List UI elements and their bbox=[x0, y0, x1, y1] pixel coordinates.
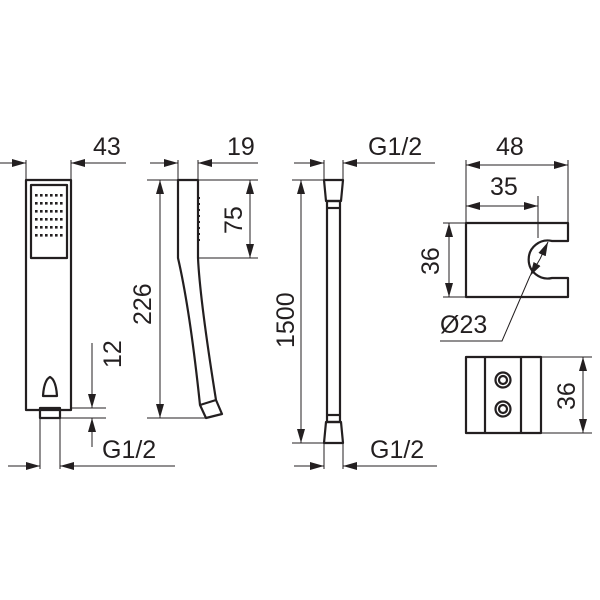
dimension-connector-12: 12 bbox=[60, 340, 127, 447]
dimension-depth-19: 19 bbox=[150, 133, 258, 180]
dimension-hose-thread-bottom: G1/2 bbox=[294, 436, 437, 470]
nozzle-dot bbox=[45, 194, 48, 197]
dimension-label: 35 bbox=[490, 173, 518, 201]
nozzle-dot bbox=[55, 202, 58, 205]
nozzle-dot bbox=[40, 226, 43, 229]
nozzle-dot bbox=[60, 226, 63, 229]
nozzle-dot bbox=[50, 210, 53, 213]
nozzle-dot bbox=[45, 202, 48, 205]
nozzle-dot bbox=[50, 194, 53, 197]
dimension-label: 36 bbox=[417, 247, 445, 275]
nozzle-dot bbox=[40, 218, 43, 221]
nozzle-dot bbox=[50, 202, 53, 205]
dimension-label: 1500 bbox=[272, 292, 300, 348]
dimension-spray-75: 75 bbox=[198, 179, 258, 259]
dimension-label: 75 bbox=[220, 206, 248, 234]
nozzle-dot bbox=[40, 194, 43, 197]
nozzle-dot bbox=[35, 202, 38, 205]
dimension-label: 36 bbox=[553, 382, 581, 410]
holder-front-view bbox=[464, 221, 570, 299]
nozzle-dot bbox=[50, 218, 53, 221]
dimension-label: G1/2 bbox=[368, 133, 422, 161]
spray-nozzle-grid bbox=[35, 194, 63, 237]
nozzle-dot bbox=[55, 210, 58, 213]
dimension-holder-center-35: 35 bbox=[466, 173, 539, 238]
nozzle-dot bbox=[55, 194, 58, 197]
screw-hole-icon bbox=[494, 371, 512, 389]
nozzle-dot bbox=[45, 218, 48, 221]
dimension-holder-height-36: 36 bbox=[417, 222, 466, 298]
holder-wall-plate-view bbox=[464, 355, 543, 435]
dimension-label: Ø23 bbox=[440, 311, 487, 339]
hand-shower-front-view bbox=[24, 178, 73, 420]
nozzle-dot bbox=[60, 202, 63, 205]
dimension-label: 43 bbox=[93, 133, 121, 161]
dimension-plate-height-36: 36 bbox=[541, 356, 592, 434]
nozzle-dot bbox=[60, 218, 63, 221]
nozzle-dot bbox=[45, 234, 48, 237]
nozzle-dot bbox=[40, 202, 43, 205]
hand-shower-side-view bbox=[176, 178, 224, 420]
nozzle-dot bbox=[50, 226, 53, 229]
dimension-holder-diameter-23: Ø23 bbox=[440, 241, 549, 342]
nozzle-dot bbox=[55, 226, 58, 229]
nozzle-dot bbox=[60, 194, 63, 197]
nozzle-dot bbox=[35, 218, 38, 221]
dimension-thread-g12-shower: G1/2 bbox=[8, 418, 175, 470]
nozzle-dot bbox=[35, 194, 38, 197]
dimension-label: G1/2 bbox=[102, 436, 156, 464]
nozzle-dot bbox=[60, 210, 63, 213]
dimension-label: G1/2 bbox=[370, 436, 424, 464]
nozzle-dot bbox=[40, 210, 43, 213]
nozzle-dot bbox=[60, 234, 63, 237]
nozzle-dot bbox=[55, 218, 58, 221]
nozzle-dot bbox=[45, 226, 48, 229]
dimension-label: 12 bbox=[99, 340, 127, 368]
hose-view bbox=[322, 178, 345, 445]
nozzle-dot bbox=[45, 210, 48, 213]
dimension-width-43: 43 bbox=[0, 133, 126, 180]
dimension-holder-width-48: 48 bbox=[465, 133, 569, 223]
dimension-hose-length-1500: 1500 bbox=[272, 179, 324, 444]
dimension-length-226: 226 bbox=[129, 179, 206, 419]
dimension-hose-thread-top: G1/2 bbox=[294, 133, 435, 180]
screw-hole-icon bbox=[494, 400, 512, 418]
nozzle-dot bbox=[35, 210, 38, 213]
nozzle-dot bbox=[35, 226, 38, 229]
nozzle-dot bbox=[50, 234, 53, 237]
nozzle-dot bbox=[40, 234, 43, 237]
dimension-label: 48 bbox=[496, 133, 524, 161]
nozzle-dot bbox=[35, 234, 38, 237]
nozzle-dot bbox=[55, 234, 58, 237]
dimension-label: 19 bbox=[227, 133, 255, 161]
dimension-label: 226 bbox=[129, 283, 157, 325]
